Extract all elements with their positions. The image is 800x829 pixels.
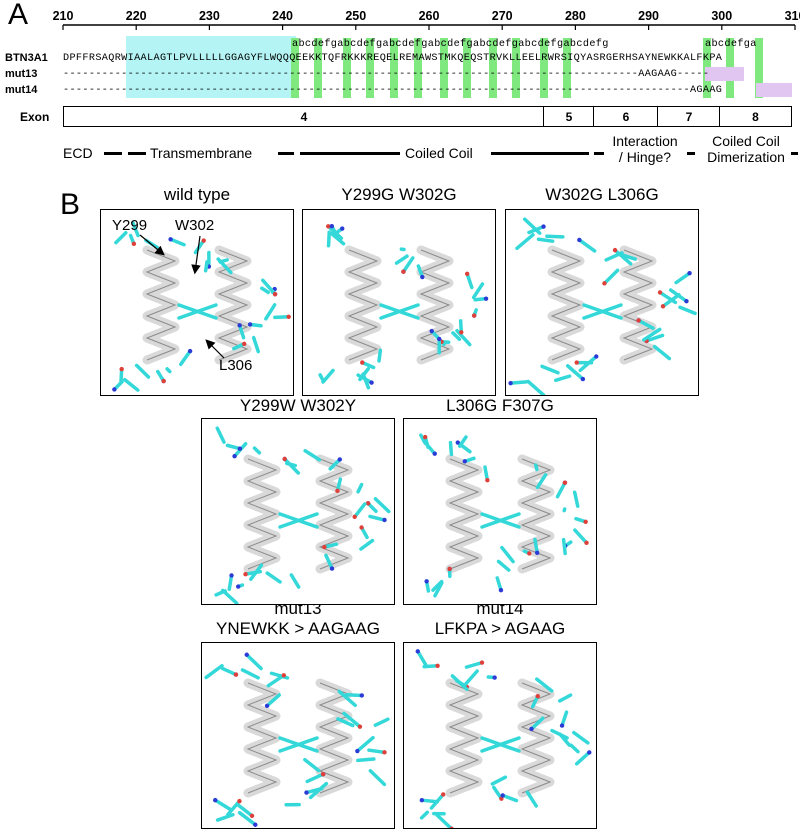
domain-transmembrane: Transmembrane <box>150 145 252 161</box>
ruler-tick-label: 230 <box>199 9 220 23</box>
structure-mut13 <box>201 642 395 829</box>
structure-l306g-f307g <box>403 418 597 605</box>
exon-6: 6 <box>593 106 659 127</box>
label-l306: L306 <box>219 357 252 374</box>
ruler-tick-label: 310 <box>785 9 800 23</box>
structure-w302g-l306g <box>505 209 699 396</box>
structure-wild-type <box>100 209 294 396</box>
panel-b-letter: B <box>60 188 80 222</box>
ruler-tick-label: 290 <box>638 9 659 23</box>
seq-mut13: ----------------------------------------… <box>63 69 709 80</box>
domain-line-hinge-right <box>687 152 695 155</box>
exon-row-label: Exon <box>20 110 49 124</box>
coiled-coil-structure-render <box>506 210 699 396</box>
panel-title-w302g-l306g: W302G L306G <box>505 185 699 205</box>
row-label-mut13: mut13 <box>5 68 37 80</box>
exon-4: 4 <box>63 106 545 127</box>
domain-interaction-hinge: Interaction/ Hinge? <box>600 133 690 165</box>
structure-mut14 <box>403 642 597 829</box>
label-y299: Y299 <box>112 217 147 234</box>
mut13-mutation-highlight <box>705 67 744 81</box>
domain-line-tm-left <box>128 152 146 155</box>
coiled-coil-structure-render <box>404 643 597 829</box>
coiled-coil-structure-render <box>202 419 395 605</box>
domain-line-cc-left <box>300 152 400 155</box>
domain-line-tm-right <box>278 152 294 155</box>
coiled-coil-structure-render <box>101 210 294 396</box>
structure-y299g-w302g <box>302 209 496 396</box>
exon-8: 8 <box>719 106 792 127</box>
seq-mut14: ----------------------------------------… <box>63 85 722 96</box>
ruler-tick-label: 270 <box>492 9 513 23</box>
domain-ecd: ECD <box>63 145 93 161</box>
coiled-coil-structure-render <box>404 419 597 605</box>
panel-title-wild-type: wild type <box>100 185 294 205</box>
exon-7: 7 <box>657 106 721 127</box>
ruler-tick-label: 300 <box>711 9 732 23</box>
domain-line-dim-right <box>791 152 798 155</box>
ruler-tick-label: 220 <box>126 9 147 23</box>
coiled-coil-structure-render <box>202 643 395 829</box>
panel-title-y299g-w302g: Y299G W302G <box>302 185 496 205</box>
exon-5: 5 <box>543 106 595 127</box>
heptad-register-row-1: abcdefgabcdefgabcdefgabcdefgabcdefgabcde… <box>292 39 609 50</box>
coiled-coil-structure-render <box>303 210 496 396</box>
domain-line-ecd <box>104 152 122 155</box>
domain-line-cc-right <box>491 152 589 155</box>
domain-coiled-coil: Coiled Coil <box>405 145 473 161</box>
panel-title-y299w-w302y: Y299W W302Y <box>201 396 395 416</box>
row-label-mut14: mut14 <box>5 84 37 96</box>
seq-btn3a1: DPFFRSAQRWIAALAGTLPVLLLLLGGAGYFLWQQQEEKK… <box>63 53 722 64</box>
heptad-register-row-2: abcdefga <box>705 39 757 50</box>
ruler-tick-label: 210 <box>53 9 74 23</box>
label-w302: W302 <box>175 217 214 234</box>
mut14-mutation-highlight <box>756 83 792 97</box>
residue-ruler: 210 220 230 240 250 260 270 280 290 300 310 <box>0 0 800 30</box>
ruler-tick-label: 250 <box>345 9 366 23</box>
ruler-tick-label: 240 <box>272 9 293 23</box>
row-label-btn3a1: BTN3A1 <box>5 52 48 64</box>
ruler-tick-label: 260 <box>419 9 440 23</box>
ruler-tick-label: 280 <box>565 9 586 23</box>
structure-y299w-w302y <box>201 418 395 605</box>
panel-title-l306g-f307g: L306G F307G <box>403 396 597 416</box>
